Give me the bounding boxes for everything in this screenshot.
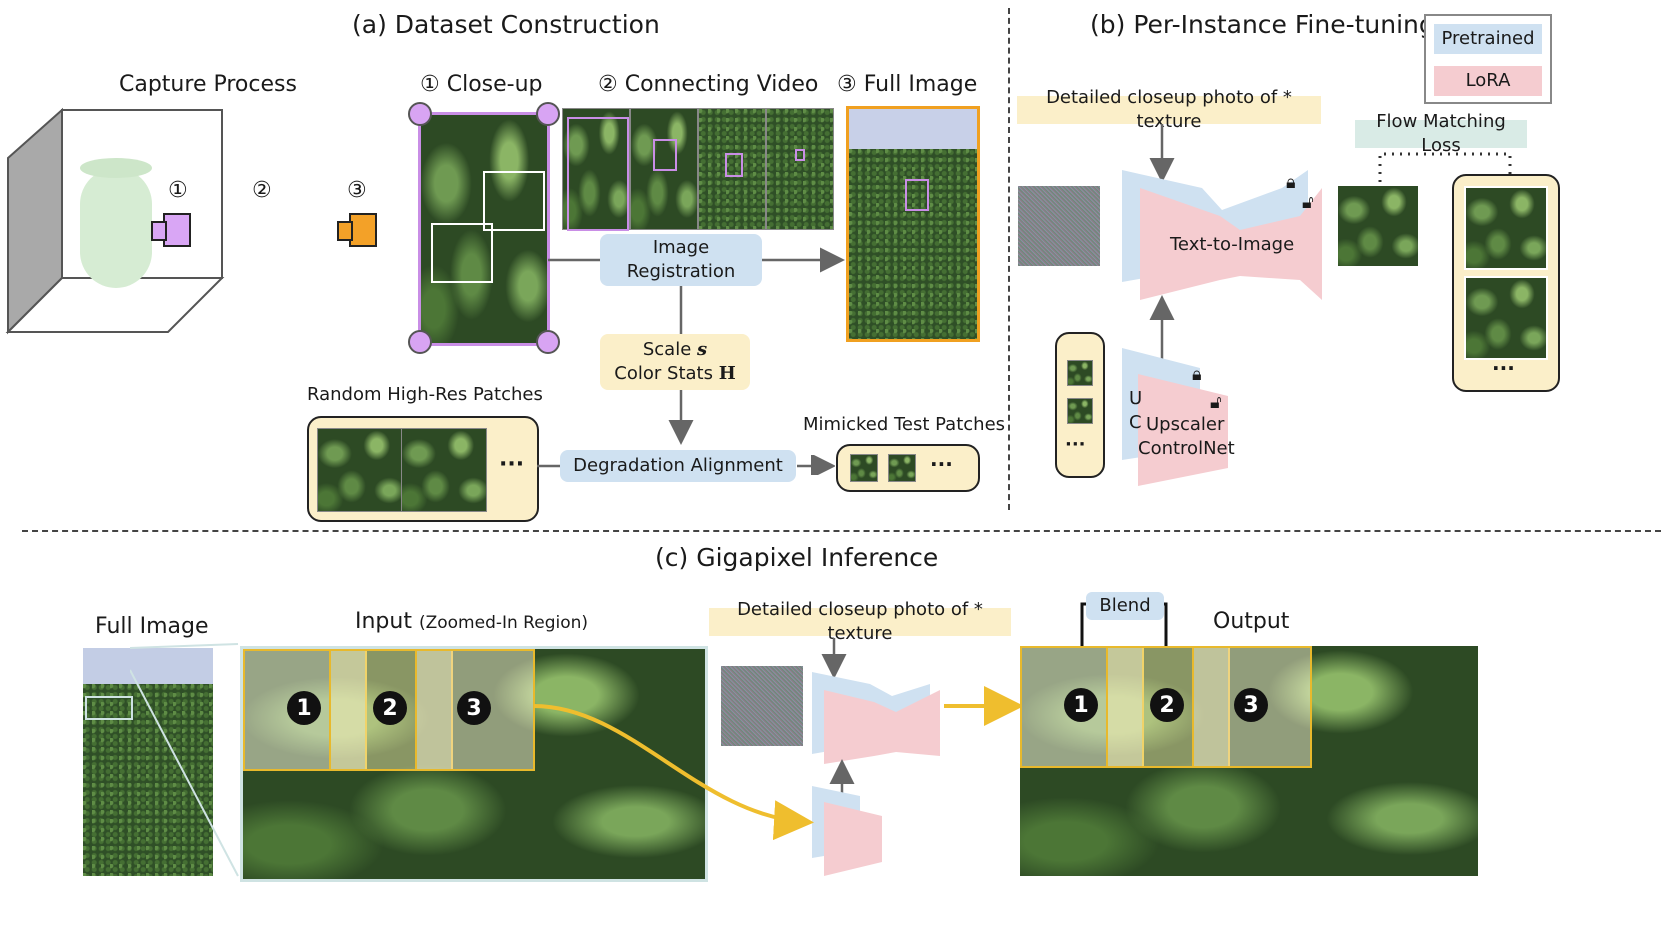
t2i-lora-shape	[824, 690, 940, 764]
inference-diagram	[533, 638, 1024, 876]
prompt-box: Detailed closeup photo of * texture	[1017, 87, 1321, 132]
tile-number: 3	[1234, 688, 1268, 722]
generated-output	[1338, 186, 1418, 266]
corner-handle	[408, 330, 432, 354]
blend-label: Blend	[1086, 592, 1164, 620]
scale-label: Scale	[642, 339, 697, 360]
mimicked-patches-box: ···	[836, 444, 980, 492]
step-mark-2: ②	[252, 178, 272, 203]
patch-box	[431, 223, 493, 283]
upscaler-lora-shape	[1138, 374, 1228, 486]
full-image-c-label: Full Image	[95, 614, 209, 639]
input-sublabel: (Zoomed-In Region)	[418, 613, 589, 633]
video-frame	[766, 108, 834, 230]
patch-image	[1067, 398, 1093, 424]
random-patches-label: Random High-Res Patches	[307, 384, 543, 405]
t2i-lora-shape	[1140, 188, 1322, 300]
input-label: Input (Zoomed-In Region)	[355, 609, 589, 634]
unlock-icon: 🔓︎	[1210, 392, 1222, 413]
lowres-patch-stack: ···	[1055, 332, 1105, 478]
step-mark-1: ①	[168, 178, 188, 203]
image-registration-box: Image Registration	[600, 234, 762, 286]
ellipsis: ···	[1492, 356, 1515, 380]
scale-symbol: s	[697, 339, 708, 360]
patch-box	[483, 171, 545, 231]
tile-number: 1	[287, 691, 321, 725]
tile-number: 2	[1150, 688, 1184, 722]
patch-image	[850, 454, 878, 482]
text-to-image-label: Text-to-Image	[1170, 234, 1295, 255]
legend-pretrained: Pretrained	[1434, 24, 1542, 54]
unlock-icon: 🔓︎	[1302, 192, 1314, 213]
model-diagram	[1122, 124, 1512, 486]
corner-handle	[408, 102, 432, 126]
closeup-image	[418, 112, 550, 346]
lock-icon: 🔒︎	[1286, 172, 1296, 193]
legend: Pretrained LoRA	[1424, 14, 1552, 104]
camera-closeup-icon	[151, 213, 191, 247]
upscaler-label-line2: ControlNet	[1138, 438, 1235, 459]
corner-handle	[536, 330, 560, 354]
capture-object	[80, 168, 152, 288]
random-patches-box: ···	[307, 416, 539, 522]
zoom-lines	[130, 643, 239, 877]
connecting-video-label: ② Connecting Video	[598, 72, 819, 97]
color-stats-label: Color Stats	[614, 363, 719, 384]
capture-room-diagram	[5, 107, 377, 335]
full-image-c-thumbnail	[83, 648, 213, 876]
panel-c-title: (c) Gigapixel Inference	[655, 543, 939, 572]
capture-process-label: Capture Process	[119, 72, 297, 97]
lock-icon: 🔒︎	[1192, 364, 1202, 385]
video-frame	[698, 108, 766, 230]
partial-label-c: C	[1129, 412, 1142, 433]
noise-input-c	[721, 666, 803, 746]
corner-handle	[536, 102, 560, 126]
image-registration-line1: Image	[652, 237, 710, 258]
tile-number: 2	[373, 691, 407, 725]
upscaler-lora-shape	[824, 802, 882, 876]
tile-number: 1	[1064, 688, 1098, 722]
input-region: 1 2 3	[240, 646, 708, 882]
patch-image	[1067, 360, 1093, 386]
scale-color-stats-box: Scale s Color Stats H	[600, 334, 750, 390]
full-image-thumbnail	[846, 106, 980, 342]
degradation-alignment-box: Degradation Alignment	[560, 450, 796, 482]
upscaler-label-line1: Upscaler	[1146, 414, 1225, 435]
panel-a-title: (a) Dataset Construction	[352, 10, 660, 39]
patch-image	[888, 454, 916, 482]
image-registration-line2: Registration	[626, 261, 736, 282]
patch-image	[401, 428, 487, 512]
panel-a-arrows	[548, 247, 845, 445]
output-label: Output	[1213, 609, 1290, 634]
output-region: 1 2 3	[1020, 646, 1478, 876]
patch-image	[1464, 276, 1548, 360]
degradation-arrows	[537, 455, 835, 475]
ellipsis: ···	[930, 452, 953, 476]
video-frame	[562, 108, 630, 231]
tile-number: 3	[457, 691, 491, 725]
camera-full-icon	[337, 213, 377, 247]
horizontal-divider	[22, 530, 1661, 532]
panel-b-title: (b) Per-Instance Fine-tuning	[1090, 10, 1435, 39]
video-frame	[630, 108, 698, 230]
ellipsis: ···	[499, 452, 525, 477]
prompt-box-c: Detailed closeup photo of * texture	[709, 599, 1011, 644]
step-mark-3: ③	[347, 178, 367, 203]
ellipsis: ···	[1065, 434, 1086, 455]
mimicked-patches-label: Mimicked Test Patches	[803, 414, 1006, 435]
legend-lora: LoRA	[1434, 66, 1542, 96]
color-stats-symbol: H	[718, 363, 736, 384]
patch-image	[1464, 186, 1548, 270]
closeup-label: ① Close-up	[420, 72, 543, 97]
noise-input	[1018, 186, 1100, 266]
patch-image	[317, 428, 403, 512]
vertical-divider	[1008, 8, 1010, 510]
full-image-label: ③ Full Image	[837, 72, 978, 97]
partial-label-u: U	[1129, 388, 1143, 409]
highres-patch-stack: ···	[1452, 174, 1560, 392]
